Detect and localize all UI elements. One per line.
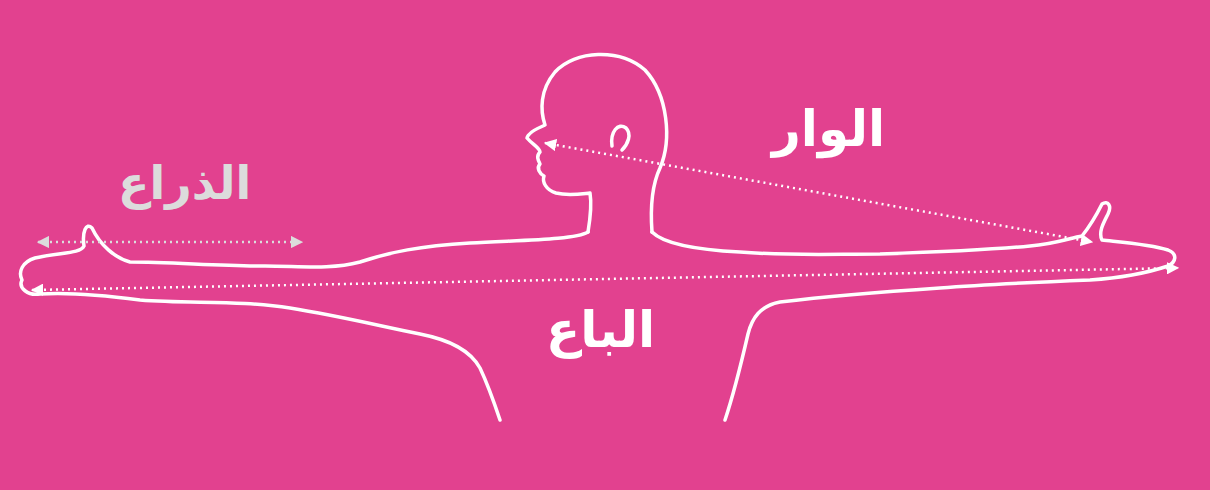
span-arrow — [32, 268, 1178, 290]
span-label: الباع — [546, 305, 655, 355]
ear — [612, 126, 629, 150]
war-label: الوار — [772, 104, 885, 154]
cubit-arrow — [38, 241, 302, 244]
war-arrow — [545, 143, 1092, 242]
right-arm-outline — [652, 203, 1175, 420]
head-outline — [527, 54, 667, 232]
cubit-label: الذراع — [118, 160, 251, 206]
left-arm-outline — [21, 226, 588, 420]
